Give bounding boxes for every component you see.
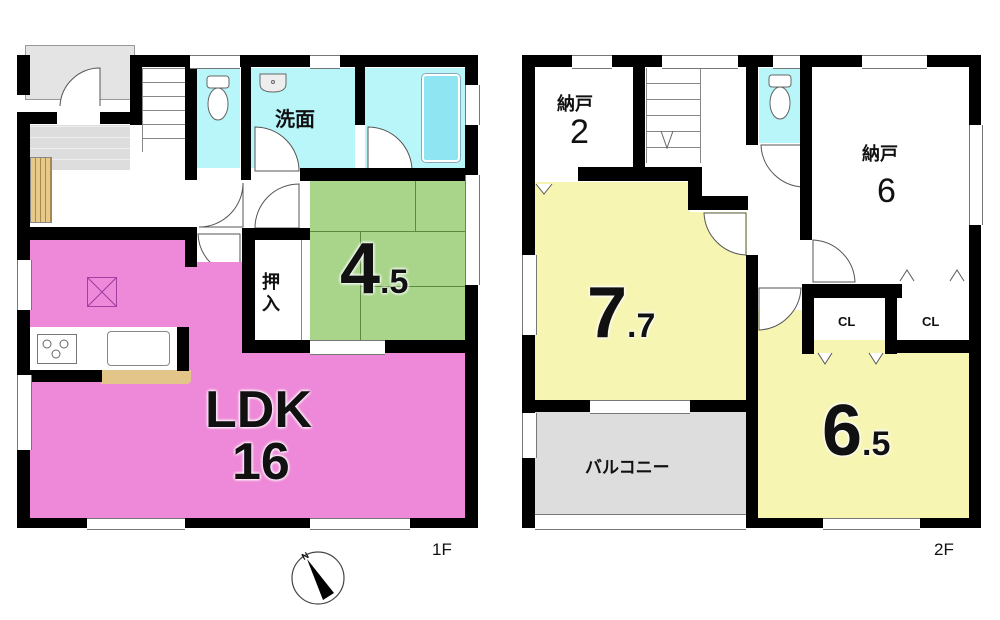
balcony-label: バルコニー bbox=[585, 458, 670, 477]
window bbox=[310, 518, 410, 530]
stairs-down-arrow-icon bbox=[660, 130, 674, 150]
kitchen-sink-icon bbox=[107, 331, 170, 366]
japanese-room-door-swing-icon bbox=[254, 183, 300, 229]
storage-2-label: 納戸 bbox=[557, 94, 593, 114]
toilet-icon bbox=[206, 75, 230, 121]
bedroom-6-5-door-swing-icon bbox=[758, 287, 802, 331]
oshiire-closet bbox=[255, 240, 302, 340]
storage-6-door-swing-icon bbox=[812, 239, 856, 283]
japanese-room-size-int: 4 bbox=[340, 229, 381, 309]
bedroom-7-7-size: 7.7 bbox=[587, 272, 655, 354]
bedroom-7-7-door-swing-icon bbox=[703, 212, 747, 256]
closet-door-marker-icon bbox=[868, 352, 884, 365]
japanese-room bbox=[310, 181, 465, 341]
hall-door-swing-icon bbox=[198, 182, 244, 228]
window bbox=[465, 85, 480, 125]
window bbox=[17, 375, 32, 450]
window bbox=[773, 55, 800, 69]
window bbox=[823, 518, 920, 530]
floor-1-label: 1F bbox=[432, 540, 452, 559]
oshiire-label-1: 押 bbox=[262, 272, 280, 292]
balcony bbox=[535, 412, 747, 514]
storage-6-label: 納戸 bbox=[862, 144, 898, 164]
ceiling-vent-icon bbox=[87, 277, 117, 307]
ldk-label: LDK bbox=[205, 381, 312, 439]
kitchen-bar-counter bbox=[101, 370, 191, 384]
washroom-label: 洗面 bbox=[275, 109, 315, 131]
bedroom-6-5-size: 6.5 bbox=[822, 390, 890, 472]
window bbox=[17, 260, 32, 310]
oshiire-label-2: 入 bbox=[262, 294, 280, 314]
closet-1-label: CL bbox=[838, 314, 856, 329]
toilet-door-swing-icon bbox=[760, 144, 804, 188]
japanese-room-size: 4.5 bbox=[340, 228, 408, 310]
window bbox=[862, 55, 927, 69]
sliding-door bbox=[310, 340, 385, 355]
burner-icon bbox=[42, 339, 69, 359]
window bbox=[310, 55, 340, 69]
window bbox=[662, 55, 738, 69]
closet-door-marker-icon bbox=[949, 269, 965, 282]
bedroom-7-7-size-dec: .7 bbox=[627, 307, 656, 345]
bedroom-6-5 bbox=[757, 340, 969, 518]
stairs-2f bbox=[646, 68, 701, 163]
floor-2-label: 2F bbox=[934, 540, 954, 559]
window bbox=[87, 518, 185, 530]
bedroom-7-7-size-int: 7 bbox=[587, 273, 628, 353]
window bbox=[465, 175, 480, 285]
stove-icon bbox=[37, 334, 77, 364]
shoe-cabinet bbox=[30, 157, 52, 223]
closet-door-marker-icon bbox=[535, 183, 553, 195]
closet-door-marker-icon bbox=[817, 352, 833, 365]
storage-6-size: 6 bbox=[877, 172, 896, 210]
bedroom-6-5-size-dec: .5 bbox=[862, 425, 891, 463]
storage-2-size: 2 bbox=[570, 113, 589, 151]
ldk-size: 16 bbox=[232, 433, 290, 491]
tatami-lines bbox=[310, 181, 465, 341]
window bbox=[572, 55, 612, 69]
entrance-door-swing-icon bbox=[59, 67, 101, 107]
compass-north-icon bbox=[291, 551, 345, 605]
bath-door-swing-icon bbox=[367, 126, 413, 172]
window bbox=[522, 255, 537, 335]
toilet-icon bbox=[768, 74, 792, 120]
closet-door-marker-icon bbox=[899, 269, 915, 282]
ldk-room-bottom bbox=[250, 353, 465, 520]
sink-icon bbox=[259, 73, 287, 93]
stairs-1f bbox=[142, 68, 187, 152]
closet-2-label: CL bbox=[922, 314, 940, 329]
balcony-side bbox=[522, 413, 537, 458]
bathtub bbox=[422, 74, 460, 162]
window bbox=[969, 125, 983, 225]
washroom-door-swing-icon bbox=[254, 126, 300, 172]
balcony-rail bbox=[535, 514, 746, 530]
bedroom-6-5-size-int: 6 bbox=[822, 391, 863, 471]
japanese-room-size-dec: .5 bbox=[380, 263, 409, 301]
balcony-window bbox=[590, 400, 690, 414]
window bbox=[190, 55, 240, 69]
